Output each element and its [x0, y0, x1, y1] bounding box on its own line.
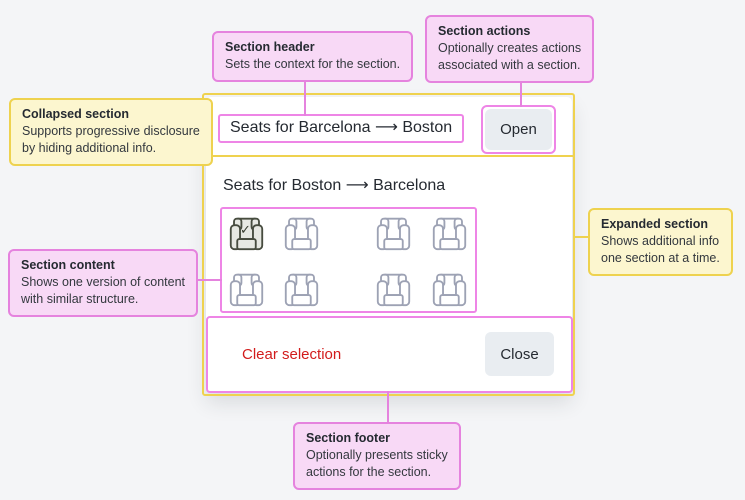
seat-icon: [376, 273, 411, 307]
seat-icon: [284, 273, 319, 307]
seat-map: ✓: [220, 207, 477, 313]
clear-selection-button[interactable]: Clear selection: [242, 346, 342, 363]
seat[interactable]: [431, 271, 468, 308]
callout-body: Shows one version of content with simila…: [21, 275, 185, 306]
connector-expanded-section: [573, 236, 590, 238]
seat[interactable]: [375, 271, 412, 308]
callout-title: Section footer: [306, 431, 391, 445]
callout-title: Section actions: [438, 24, 531, 38]
callout-body: Supports progressive disclosure by hidin…: [22, 124, 200, 155]
seat-icon: [432, 217, 467, 251]
highlight-section-action: [481, 105, 556, 154]
seat-selected[interactable]: ✓: [228, 215, 265, 252]
callout-body: Shows additional info one section at a t…: [601, 234, 720, 265]
callout-body: Sets the context for the section.: [225, 57, 401, 71]
seat-icon: [284, 217, 319, 251]
callout-title: Expanded section: [601, 217, 708, 231]
open-button[interactable]: Open: [485, 109, 552, 150]
seat[interactable]: [283, 215, 320, 252]
callout-expanded-section: Expanded section Shows additional info o…: [588, 208, 733, 276]
callout-section-footer: Section footer Optionally presents stick…: [293, 422, 461, 490]
callout-section-header: Section header Sets the context for the …: [212, 31, 414, 82]
callout-collapsed-section: Collapsed section Supports progressive d…: [9, 98, 213, 166]
seat[interactable]: [375, 215, 412, 252]
expanded-section-title: Seats for Boston ⟶ Barcelona: [223, 177, 446, 194]
highlight-section-header: Seats for Barcelona ⟶ Boston: [218, 114, 465, 143]
callout-section-actions: Section actions Optionally creates actio…: [425, 15, 595, 83]
connector-section-actions: [520, 78, 522, 107]
connector-section-content: [195, 279, 222, 281]
callout-title: Section header: [225, 40, 315, 54]
seat-icon: [229, 273, 264, 307]
callout-body: Optionally presents sticky actions for t…: [306, 448, 448, 479]
seat[interactable]: [283, 271, 320, 308]
callout-title: Section content: [21, 258, 115, 272]
connector-section-footer: [387, 391, 389, 424]
seat[interactable]: [431, 215, 468, 252]
section-footer: Clear selection Close: [206, 316, 573, 393]
seat-icon: [376, 217, 411, 251]
check-icon: ✓: [240, 222, 251, 237]
callout-body: Optionally creates actions associated wi…: [438, 41, 582, 72]
collapsed-section-title: Seats for Barcelona ⟶ Boston: [230, 119, 453, 136]
seat-icon: [229, 217, 264, 251]
close-button[interactable]: Close: [485, 332, 554, 376]
connector-section-header: [304, 78, 306, 116]
highlight-section-divider: [202, 155, 575, 157]
callout-title: Collapsed section: [22, 107, 129, 121]
seat[interactable]: [228, 271, 265, 308]
seat-icon: [432, 273, 467, 307]
callout-section-content: Section content Shows one version of con…: [8, 249, 198, 317]
